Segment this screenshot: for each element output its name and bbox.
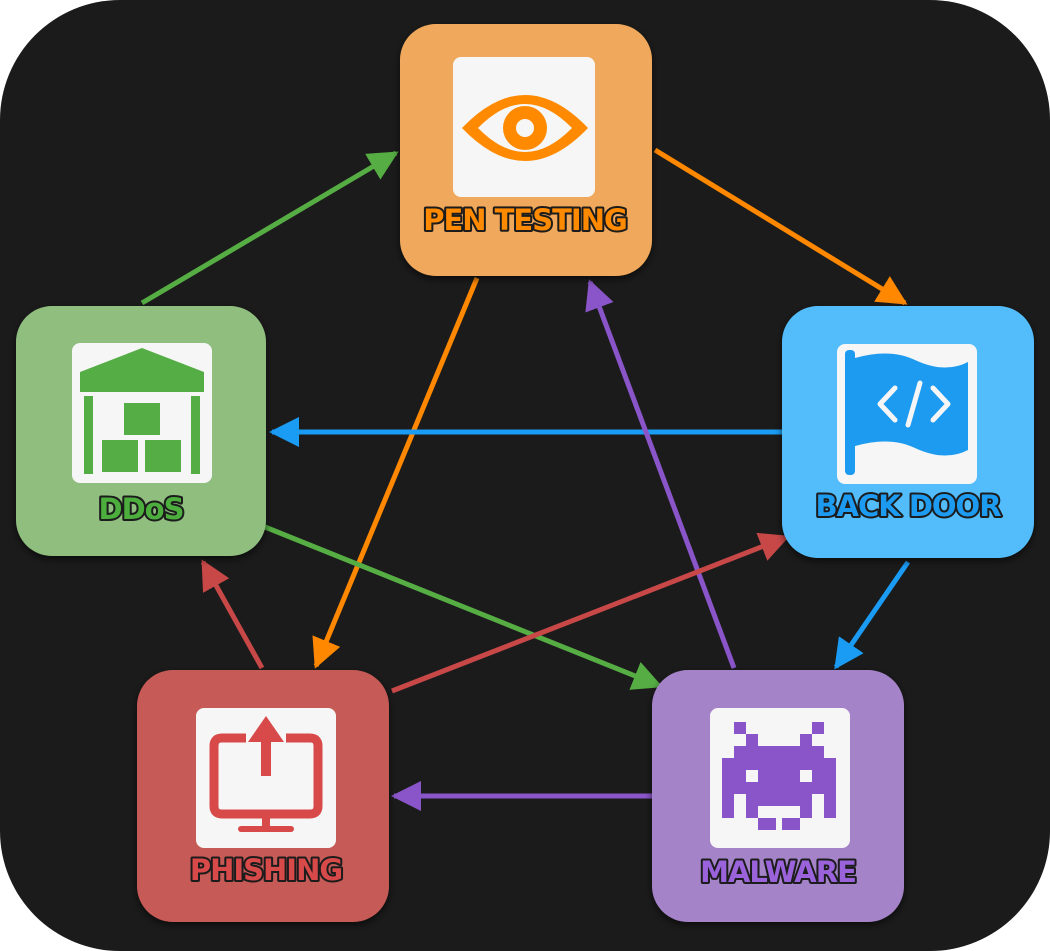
node-phishing-label: PHISHING [190, 853, 342, 887]
edge-phishing-to-back-door [391, 532, 790, 694]
node-ddos-label: DDoS [99, 492, 184, 526]
node-back-door[interactable]: BACK DOOR [782, 306, 1034, 558]
node-malware-label: MALWARE [700, 855, 856, 889]
node-pen-testing[interactable]: PEN TESTING [400, 24, 652, 276]
eye-icon [462, 95, 588, 161]
code-flag-icon [845, 350, 968, 475]
edge-pen-testing-to-back-door [653, 147, 908, 306]
edge-phishing-to-ddos [200, 559, 265, 670]
edge-ddos-to-pen-testing [140, 150, 399, 306]
warehouse-icon [80, 348, 204, 474]
node-ddos[interactable]: DDoS [16, 306, 266, 556]
edge-back-door-to-malware [833, 560, 911, 670]
monitor-upload-icon [209, 716, 323, 832]
edge-pen-testing-to-phishing [312, 277, 480, 669]
node-back-door-label: BACK DOOR [815, 489, 1001, 523]
edges [140, 147, 911, 811]
edge-malware-to-pen-testing [585, 279, 737, 669]
space-invader-icon [722, 722, 836, 830]
node-malware[interactable]: MALWARE [652, 670, 904, 922]
node-pen-testing-label: PEN TESTING [423, 203, 627, 237]
node-phishing[interactable]: PHISHING [137, 670, 389, 922]
edge-ddos-to-malware [264, 524, 663, 690]
